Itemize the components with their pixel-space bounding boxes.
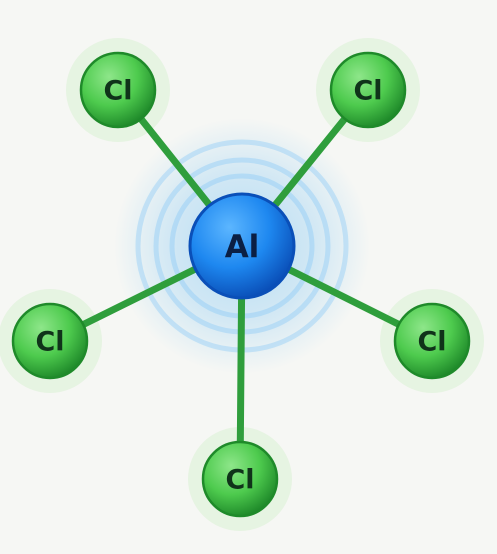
atom-al-label: Al <box>225 229 260 265</box>
atom-cl-4: Cl <box>393 302 471 380</box>
atom-cl-5: Cl <box>201 440 279 518</box>
atom-cl-3: Cl <box>11 302 89 380</box>
atom-cl-5-label: Cl <box>225 465 254 496</box>
ligand-atoms: Cl Cl Cl Cl Cl <box>11 51 471 518</box>
atom-cl-1: Cl <box>79 51 157 129</box>
atom-cl-4-label: Cl <box>417 327 446 358</box>
atom-cl-2-label: Cl <box>353 76 382 107</box>
atom-cl-2: Cl <box>329 51 407 129</box>
atom-cl-3-label: Cl <box>35 327 64 358</box>
atom-al: Al <box>188 192 296 300</box>
atom-cl-1-label: Cl <box>103 76 132 107</box>
